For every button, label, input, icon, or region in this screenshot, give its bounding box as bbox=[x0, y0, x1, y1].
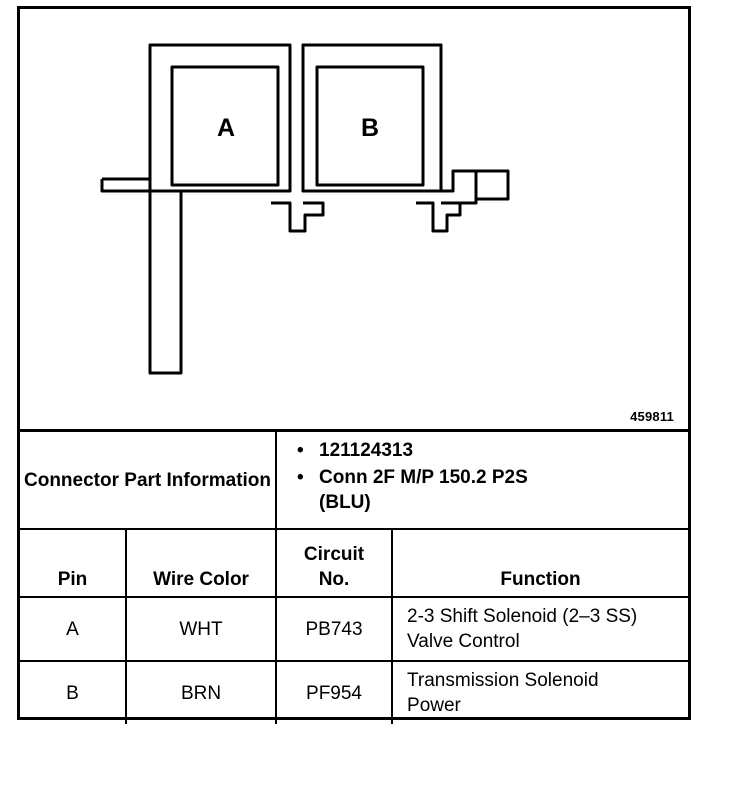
function-cell: 2-3 Shift Solenoid (2–3 SS) Valve Contro… bbox=[391, 596, 689, 662]
table-row: A WHT PB743 2-3 Shift Solenoid (2–3 SS) … bbox=[20, 596, 689, 662]
connector-description: Conn 2F M/P 150.2 P2S (BLU) bbox=[319, 467, 528, 513]
left-leg bbox=[148, 191, 183, 375]
connector-sheet: A B 459811 Connector Part Information • … bbox=[17, 6, 691, 724]
header-wire-color: Wire Color bbox=[124, 528, 278, 598]
header-circuit-no: Circuit No. bbox=[275, 528, 394, 598]
figure-number: 459811 bbox=[630, 409, 674, 424]
cavity-b bbox=[315, 65, 425, 187]
bullet-icon: • bbox=[297, 467, 304, 488]
cavity-a bbox=[170, 65, 280, 187]
wire-color-cell: BRN bbox=[124, 660, 278, 724]
header-function: Function bbox=[391, 528, 689, 598]
connector-face-diagram: A B bbox=[100, 43, 510, 375]
connector-info-values: • 121124313 • Conn 2F M/P 150.2 P2S (BLU… bbox=[275, 432, 689, 530]
header-pin: Pin bbox=[20, 528, 127, 598]
connector-info-row: Connector Part Information • 121124313 •… bbox=[20, 432, 689, 530]
right-latch-link bbox=[441, 169, 478, 205]
pin-cell: A bbox=[20, 596, 127, 662]
housing-left-outline bbox=[148, 43, 292, 193]
connector-diagram-area: A B 459811 bbox=[20, 9, 688, 432]
connector-info-item: • 121124313 bbox=[297, 438, 688, 463]
table-header-row: Pin Wire Color Circuit No. Function bbox=[20, 528, 689, 598]
center-peg bbox=[271, 201, 325, 233]
connector-pin-table: Connector Part Information • 121124313 •… bbox=[20, 432, 689, 724]
right-tab bbox=[416, 201, 462, 233]
connector-info-item: • Conn 2F M/P 150.2 P2S (BLU) bbox=[297, 465, 688, 515]
function-cell: Transmission Solenoid Power bbox=[391, 660, 689, 724]
table-row: B BRN PF954 Transmission Solenoid Power bbox=[20, 660, 689, 724]
left-latch-arm bbox=[100, 177, 150, 193]
pin-cell: B bbox=[20, 660, 127, 724]
cavity-a-label: A bbox=[217, 114, 235, 142]
connector-part-number: 121124313 bbox=[319, 440, 414, 461]
bullet-icon: • bbox=[297, 440, 304, 461]
circuit-cell: PF954 bbox=[275, 660, 394, 724]
right-latch bbox=[474, 169, 510, 201]
cavity-b-label: B bbox=[361, 114, 379, 142]
circuit-cell: PB743 bbox=[275, 596, 394, 662]
wire-color-cell: WHT bbox=[124, 596, 278, 662]
connector-info-label: Connector Part Information bbox=[20, 432, 278, 530]
